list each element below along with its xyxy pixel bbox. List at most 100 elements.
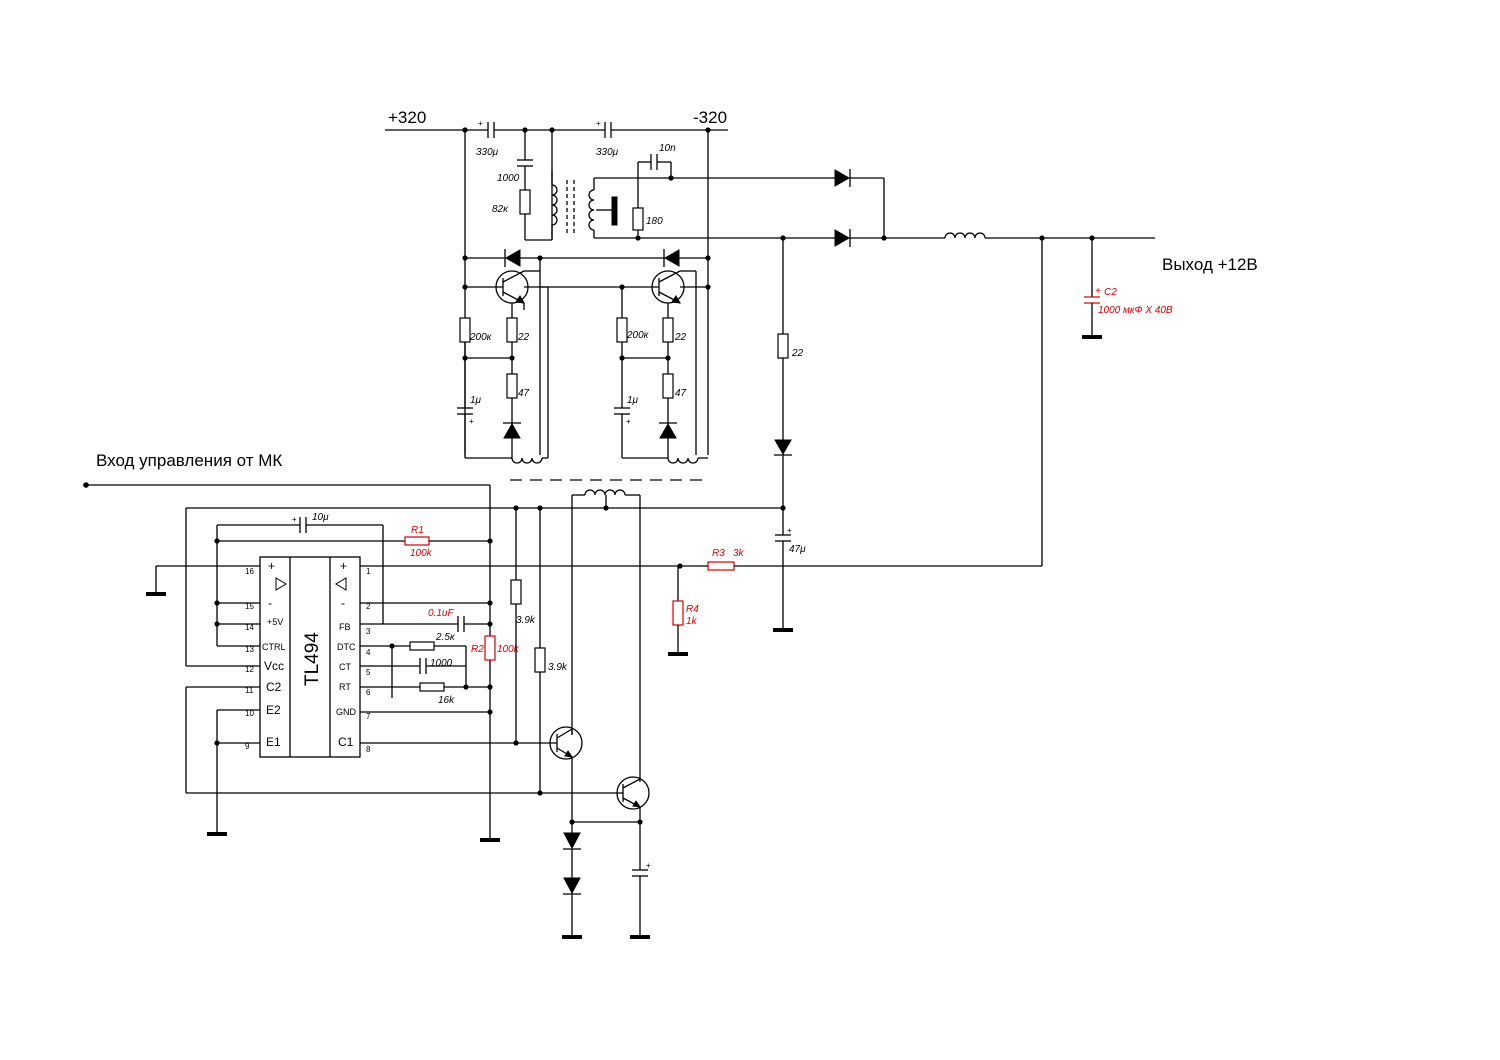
svg-text:+: + [268,559,275,573]
c-in2-label: 330μ [596,147,619,158]
svg-text:1: 1 [366,567,371,576]
r3-value-label: 3k [733,548,745,559]
diode-series-2 [563,877,581,895]
svg-text:+: + [787,526,792,535]
chip-pin-7: 7 GND [336,707,371,721]
resistor-r2 [484,635,496,661]
chip-pin-6: 6 RT [339,682,371,697]
svg-text:4: 4 [366,648,371,657]
left-switch-stage: 200к 22 47 1μ + [457,249,665,464]
transistor-q2 [616,776,650,870]
c-47u-label: 47μ [789,544,806,555]
svg-text:12: 12 [245,665,254,674]
chip-pin-16: 16 + [245,559,275,576]
c2-name-label: C2 [1104,287,1117,298]
r-22-aux-label: 22 [791,348,804,359]
svg-text:+: + [292,515,297,524]
transistor-q1 [549,726,583,833]
right-switch-stage: 200к 22 47 1μ + [540,249,711,464]
svg-text:C2: C2 [266,680,282,694]
c2-value-label: 1000 мкФ Х 40В [1098,305,1173,316]
chip-pin-13: 13 CTRL [245,642,286,654]
output-inductor [944,232,986,239]
tl494-chip: TL494 16 + 15 - 14 +5V 13 CTRL 12 V [245,556,371,758]
chip-pin-14: 14 +5V [245,617,283,632]
chip-pin-12: 12 Vcc [245,659,284,674]
svg-text:RT: RT [339,682,351,692]
svg-text:GND: GND [336,707,357,717]
diode-series-1 [563,832,581,850]
r-82k-label: 82к [492,204,509,215]
r-2-5k-label: 2.5к [435,632,456,643]
svg-text:8: 8 [366,745,371,754]
svg-text:9: 9 [245,742,250,751]
half-bridge-section: +320 -320 + 330μ + 330μ 1000 [385,108,1258,632]
chip-pin-11: 11 C2 [245,680,282,695]
svg-text:C1: C1 [338,735,354,749]
svg-text:+: + [469,417,474,426]
resistor-82k [519,189,531,215]
r-3-9k-1-label: 3.9k [516,615,536,626]
svg-text:2: 2 [366,602,371,611]
svg-text:-: - [268,596,272,610]
r3-name-label: R3 [712,548,725,559]
svg-text:CTRL: CTRL [262,642,286,652]
c-10n-label: 10n [659,143,676,154]
svg-text:6: 6 [366,688,371,697]
control-input-label: Вход управления от МК [96,451,282,470]
output-label: Выход +12В [1162,255,1258,274]
chip-pin-9: 9 E1 [245,735,281,751]
svg-text:7: 7 [366,712,371,721]
r-180-label: 180 [646,216,663,227]
rail-pos-label: +320 [388,108,426,127]
svg-text:16: 16 [245,567,254,576]
r-200k-2-label: 200к [626,330,650,341]
svg-text:+: + [478,119,483,128]
svg-text:DTC: DTC [337,642,356,652]
svg-text:+: + [646,861,651,870]
c-01uF-label: 0.1uF [428,608,454,619]
resistor-180 [632,207,644,231]
r2-value-label: 100k [497,644,520,655]
svg-text:10: 10 [245,709,254,718]
resistor-3-9k-2 [534,647,546,673]
r2-name-label: R2 [471,644,484,655]
r-3-9k-2-label: 3.9k [548,662,568,673]
svg-text:-: - [341,596,345,610]
input-capacitor-1: + 330μ [476,119,499,158]
resistor-3-9k-1 [510,579,522,605]
rectifier-diode-top [834,169,884,187]
svg-text:E2: E2 [266,703,281,717]
r-22-2-label: 22 [674,332,687,343]
svg-text:+: + [596,119,601,128]
chip-pin-10: 10 E2 [245,703,281,718]
r1-name-label: R1 [411,525,424,536]
chip-pin-1: 1 + [340,559,371,576]
resistor-r4 [672,600,684,626]
svg-text:+: + [340,559,347,573]
input-capacitor-2: + 330μ [596,119,619,158]
control-section: Вход управления от МК + 10μ R1 100k [83,238,1043,939]
svg-text:+: + [626,417,631,426]
transformer-secondary [588,177,671,239]
resistor-r1 [404,536,430,546]
svg-text:13: 13 [245,645,254,654]
r-47-2-label: 47 [675,388,687,399]
c-1u-2-label: 1μ [627,395,639,406]
r4-value-label: 1k [686,616,698,627]
transformer-primary [551,170,575,240]
svg-text:14: 14 [245,623,254,632]
chip-pin-4: 4 DTC [337,642,371,657]
chip-pin-2: 2 - [341,596,371,611]
r-16k-label: 16k [438,695,455,706]
svg-text:+5V: +5V [267,617,283,627]
c-ct-label: 1000 [430,658,453,669]
chip-pin-3: 3 FB [339,622,371,636]
r4-name-label: R4 [686,604,699,615]
aux-diode [774,439,792,456]
c-1000-label: 1000 [497,173,520,184]
svg-text:15: 15 [245,602,254,611]
r-47-1-label: 47 [518,388,530,399]
svg-text:+: + [1095,286,1101,297]
svg-text:11: 11 [245,686,254,695]
